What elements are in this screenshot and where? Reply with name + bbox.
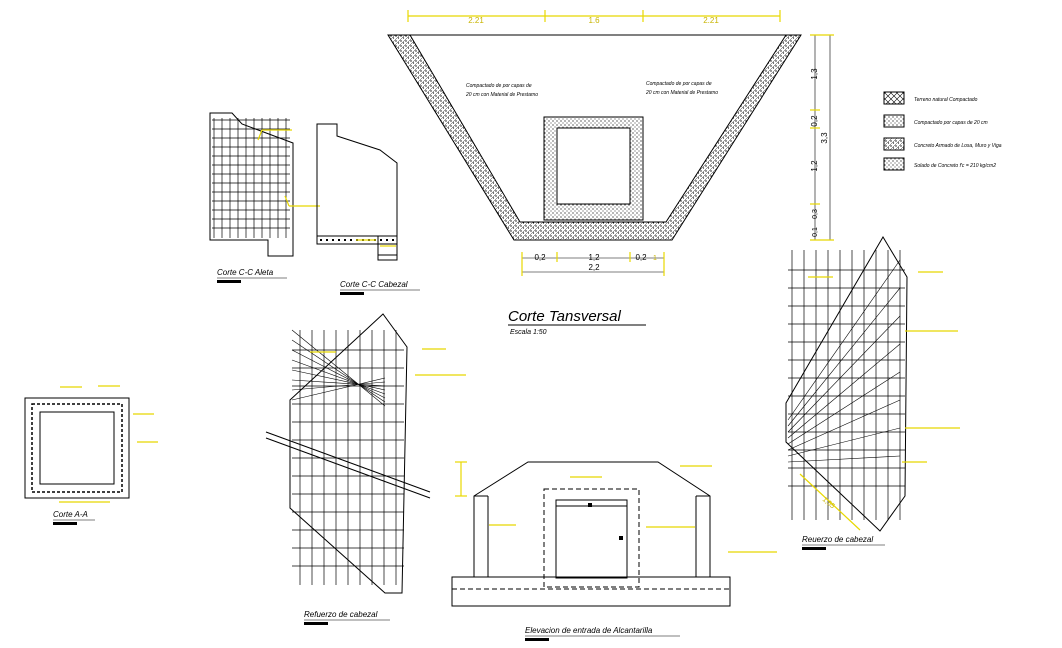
aleta-rebar-grid	[212, 118, 290, 238]
left-fill-note-2: 20 cm con Material de Prestamo	[465, 92, 538, 98]
rebar-line	[787, 399, 901, 451]
dim-right-small-1: 0,3	[812, 209, 819, 219]
dim-top-2: 1.6	[588, 16, 600, 25]
dim-bottom-1: 0,2	[534, 253, 546, 262]
dim-bottom-2: 1,2	[588, 253, 600, 262]
section-title: Corte Tansversal	[508, 308, 621, 325]
legend-label-3: Concreto Armado de Losa, Muro y Viga	[914, 143, 1002, 149]
refuerzo-right-label: Reuerzo de cabezal	[802, 535, 873, 544]
bottom-dimension: 0,2 1,2 0,2 1 2,2	[521, 252, 665, 276]
rebar-line	[787, 343, 901, 439]
legend-label-1: Terreno natural Compactado	[914, 97, 978, 103]
left-fill-note-1: Compactado de por capas de	[466, 83, 532, 89]
elevacion-label: Elevacion de entrada de Alcantarilla	[525, 626, 653, 635]
corte-aa: Corte A-A	[24, 385, 158, 525]
legend-swatch-3	[883, 137, 905, 151]
dim-top-3: 2.21	[703, 16, 719, 25]
refuerzo-left-rebar-grid	[291, 329, 404, 585]
dim-right-3: 1,2	[810, 160, 819, 172]
dim-bottom-3: 0,2	[635, 253, 647, 262]
right-fill-note-1: Compactado de por capas de	[646, 81, 712, 87]
rebar-line	[291, 339, 386, 403]
right-fill-note-2: 20 cm con Material de Prestamo	[645, 90, 718, 96]
dim-right-small-2: 0,1	[812, 227, 819, 237]
rebar-line	[291, 381, 386, 391]
right-dimension: 1,3 0,2 1,2 3,3 0,3 0,1	[810, 34, 834, 241]
cabezal-section: Corte C-C Cabezal	[316, 123, 420, 295]
legend-label-2: Compactado por capas de 20 cm	[914, 120, 988, 126]
rebar-line	[291, 329, 386, 407]
dim-bottom-4: 1	[653, 255, 657, 262]
rebar-line	[291, 379, 386, 387]
refuerzo-left: Refuerzo de cabezal	[265, 313, 466, 625]
rebar-line	[291, 359, 386, 395]
rebar-line	[291, 349, 386, 399]
dim-bottom-total: 2,2	[588, 263, 600, 272]
rebar-line	[787, 455, 901, 463]
top-dimension: 2.21 1.6 2.21	[407, 10, 781, 25]
aleta-label: Corte C-C Aleta	[217, 268, 274, 277]
rebar-line	[787, 371, 901, 445]
rebar-line	[787, 259, 901, 421]
legend-swatch-1	[883, 91, 905, 105]
refuerzo-right: 1,55 Reuerzo de cabezal	[785, 236, 960, 550]
elevacion: Elevacion de entrada de Alcantarilla	[451, 461, 777, 641]
refuerzo-right-rebar-grid	[787, 250, 905, 520]
legend-swatch-4	[883, 157, 905, 171]
rebar-line	[291, 377, 386, 401]
corte-aa-label: Corte A-A	[53, 510, 88, 519]
transverse-section: 2.21 1.6 2.21 Compactado de por capas de…	[387, 10, 834, 336]
cabezal-label: Corte C-C Cabezal	[340, 280, 408, 289]
dim-top-1: 2.21	[468, 16, 484, 25]
refuerzo-left-label: Refuerzo de cabezal	[304, 610, 378, 619]
dim-right-2: 0,2	[810, 115, 819, 127]
aleta-section: Corte C-C Aleta	[209, 112, 320, 283]
legend-swatch-2	[883, 114, 905, 128]
dim-right-1: 1,3	[810, 68, 819, 80]
legend-label-4: Solado de Concreto f'c = 210 kg/cm2	[914, 163, 996, 169]
dim-right-total: 3,3	[820, 132, 829, 144]
rebar-line	[787, 427, 901, 457]
rebar-line	[291, 369, 386, 391]
rebar-line	[787, 315, 901, 433]
culvert-opening	[556, 127, 631, 205]
rebar-line	[787, 287, 901, 427]
legend: Terreno natural Compactado Compactado po…	[883, 91, 1002, 171]
section-scale: Escala 1:50	[510, 329, 547, 336]
